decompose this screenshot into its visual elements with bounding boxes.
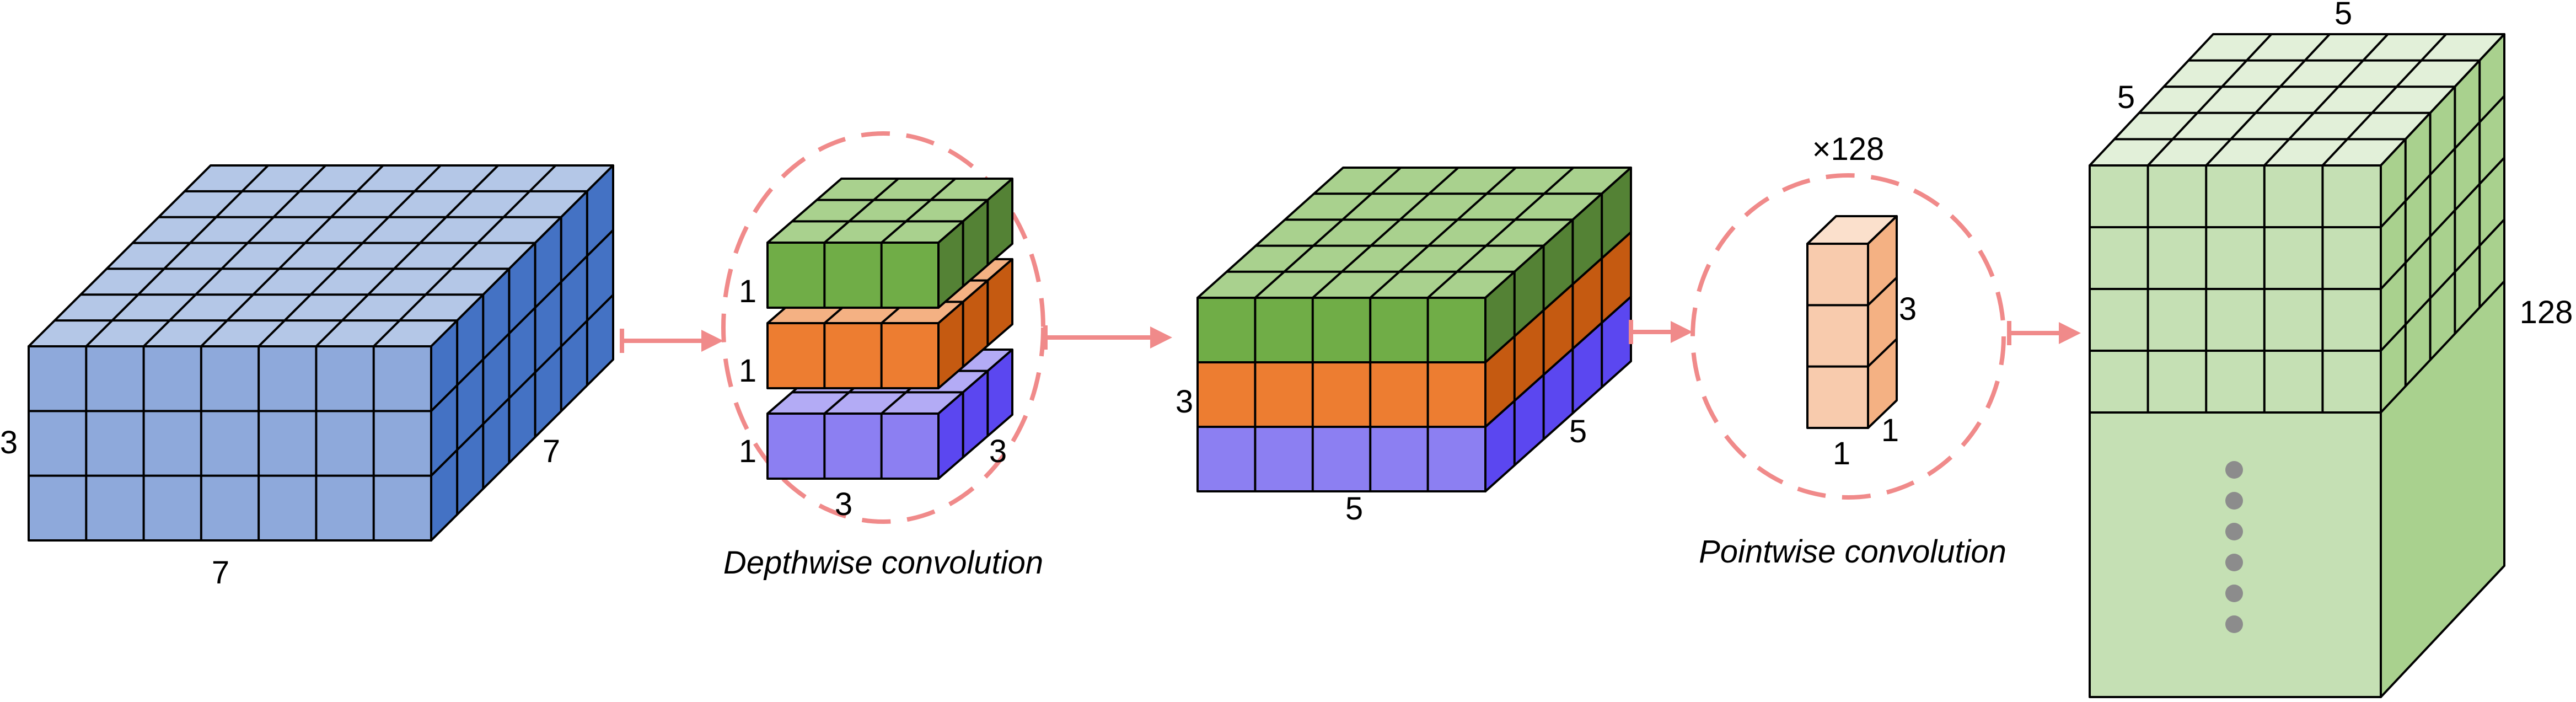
pointwise-kernel-side-row-line [1867, 276, 1898, 306]
intermediate-depth-label: 5 [1569, 414, 1587, 449]
arrow-depthwise-to-intermediate-head [1150, 326, 1172, 349]
input-depth-label: 7 [543, 433, 560, 469]
intermediate-height-label: 3 [1176, 384, 1193, 420]
pointwise-multiplier-label: ×128 [1812, 131, 1885, 167]
depthwise-kernel-height-label-purple: 1 [739, 433, 756, 469]
output-side-row-line [2380, 95, 2505, 228]
arrow-depthwise-to-intermediate [1043, 325, 1172, 350]
output-ellipsis-dot [2225, 492, 2243, 510]
output-side-row-line [2380, 218, 2505, 352]
output-depth-label: 5 [2117, 79, 2135, 115]
output-width-label: 5 [2334, 0, 2352, 31]
input-block [28, 164, 614, 542]
input-cuboid-top-col-line [315, 164, 499, 347]
arrow-intermediate-to-pointwise-head [1671, 321, 1693, 343]
output-top-col-line [2205, 33, 2331, 167]
pointwise-kernel-front-face [1806, 243, 1869, 429]
depthwise-group [721, 131, 1045, 524]
pointwise-kernel-width-label: 1 [1833, 436, 1850, 471]
depthwise-kernel-green-front-face [766, 242, 940, 309]
output-top-col-line [2263, 33, 2389, 167]
intermediate-layer-green-top-col-line [1369, 167, 1517, 299]
intermediate-block [1196, 167, 1632, 492]
depthwise-kernel-green-top-col-line [824, 178, 899, 244]
depthwise-kernel-green-top-col-line [881, 178, 956, 244]
output-top-col-line [2321, 33, 2447, 167]
input-cuboid-top-col-line [143, 164, 326, 347]
input-cuboid-side-row-line [430, 294, 614, 477]
intermediate-layer-green-top-col-line [1254, 167, 1402, 299]
output-height-label: 128 [2520, 294, 2573, 330]
output-ellipsis-dot [2225, 523, 2243, 540]
arrow-input-to-depthwise [620, 329, 723, 353]
input-height-label: 3 [0, 425, 18, 460]
pointwise-kernel [1806, 215, 1898, 429]
output-side-row-line [2380, 280, 2505, 414]
pointwise-caption: Pointwise convolution [1699, 534, 2006, 570]
arrow-pointwise-to-output-head [2059, 322, 2081, 344]
output-ellipsis-dot [2225, 554, 2243, 571]
depthwise-kernel-width-label: 3 [835, 486, 852, 522]
pointwise-kernel-side-face [1867, 215, 1898, 429]
input-cuboid [28, 164, 614, 542]
output-ellipsis-dot [2225, 585, 2243, 602]
intermediate-width-label: 5 [1345, 491, 1363, 527]
arrows [620, 320, 2081, 353]
input-cuboid-side-row-line [430, 229, 614, 412]
intermediate-layer-green [1196, 167, 1632, 363]
input-cuboid-top-col-line [257, 164, 442, 347]
output-ellipsis-dot [2225, 461, 2243, 479]
depthwise-kernel-orange-front-face [766, 322, 940, 389]
pointwise-kernel-side-row-line [1867, 338, 1898, 368]
input-cuboid-top-col-line [200, 164, 384, 347]
intermediate-layer-green-top-col-line [1312, 167, 1459, 299]
output-front-face [2089, 164, 2382, 698]
arrow-intermediate-to-pointwise [1629, 320, 1693, 344]
pointwise-kernel-height-label: 3 [1899, 291, 1917, 327]
output-top-col-line [2147, 33, 2273, 167]
output-side-row-line [2380, 157, 2505, 290]
depthwise-kernel-height-label-green: 1 [739, 274, 756, 309]
output-ellipsis-dot [2225, 615, 2243, 633]
depthwise-caption: Depthwise convolution [723, 545, 1043, 581]
input-cuboid-top-col-line [373, 164, 557, 347]
intermediate-layer-purple-front-face [1196, 426, 1486, 492]
intermediate-layer-green-top-col-line [1427, 167, 1574, 299]
pointwise-kernel-depth-label: 1 [1881, 412, 1899, 448]
depthwise-kernel-height-label-orange: 1 [739, 353, 756, 389]
depthwise-kernel-depth-label: 3 [989, 433, 1007, 469]
input-width-label: 7 [212, 555, 229, 591]
pointwise-dashed-circle [1690, 173, 2006, 500]
intermediate-layer-green-front-face [1196, 297, 1486, 363]
input-cuboid-front-face [28, 345, 432, 542]
depthwise-kernel-green [766, 178, 1013, 309]
intermediate-layer-orange-front-face [1196, 361, 1486, 428]
input-cuboid-top-col-line [85, 164, 269, 347]
pointwise-group [1690, 173, 2006, 500]
depthwise-kernel-purple-front-face [766, 412, 940, 480]
output-block [2089, 33, 2505, 698]
arrow-input-to-depthwise-head [701, 330, 723, 352]
arrow-pointwise-to-output [2007, 321, 2081, 345]
